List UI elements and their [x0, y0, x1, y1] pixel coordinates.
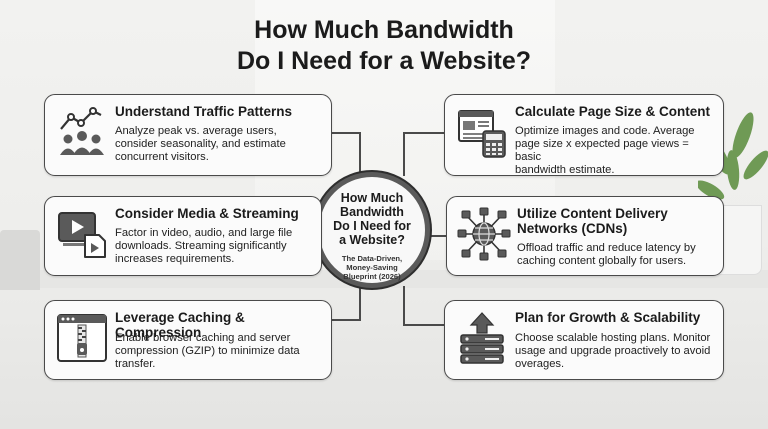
card-caching: Leverage Caching & Compression Enable br…	[44, 300, 332, 380]
card-cdn-text: Offload traffic and reduce latency by ca…	[517, 242, 717, 268]
card-media-line-2: downloads. Streaming significantly	[115, 240, 287, 252]
server-upload-icon	[460, 312, 504, 364]
hub-title-line-3: Do I Need for	[333, 219, 411, 233]
card-traffic-title: Understand Traffic Patterns	[115, 104, 293, 119]
card-cdn-title: Utilize Content Delivery Networks (CDNs)	[517, 206, 717, 236]
background-pencil-cup	[0, 230, 40, 290]
hub-title-line-4: a Website?	[339, 233, 405, 247]
browser-zip-icon	[57, 314, 107, 362]
card-page-size-text: Optimize images and code. Average page s…	[515, 125, 717, 177]
card-traffic-line-3: concurrent visitors.	[115, 151, 209, 163]
connector-page-size	[403, 132, 444, 176]
card-page-size-line-3: bandwidth estimate.	[515, 164, 615, 176]
page-title: How Much Bandwidth Do I Need for a Websi…	[0, 15, 768, 77]
card-cdn-line-1: Offload traffic and reduce latency by	[517, 242, 696, 254]
video-play-file-icon	[58, 212, 106, 258]
connector-growth	[403, 286, 444, 326]
card-traffic-line-1: Analyze peak vs. average users,	[115, 125, 277, 137]
hub-circle: How Much Bandwidth Do I Need for a Websi…	[319, 177, 425, 283]
connector-traffic	[332, 132, 361, 178]
card-caching-line-3: transfer.	[115, 358, 156, 370]
card-media-line-1: Factor in video, audio, and large file	[115, 227, 293, 239]
card-cdn-line-2: caching content globally for users.	[517, 255, 687, 267]
card-growth-line-1: Choose scalable hosting plans. Monitor	[515, 332, 711, 344]
card-cdn-title-line-2: Networks (CDNs)	[517, 221, 628, 236]
hub-title-line-2: Bandwidth	[340, 205, 404, 219]
hub-subtitle-line-2: Money-Saving	[346, 263, 398, 272]
card-growth: Plan for Growth & Scalability Choose sca…	[444, 300, 724, 380]
card-caching-line-1: Enable browser caching and server	[115, 332, 291, 344]
card-media-streaming: Consider Media & Streaming Factor in vid…	[44, 196, 322, 276]
card-traffic-text: Analyze peak vs. average users, consider…	[115, 125, 325, 164]
title-line-2: Do I Need for a Website?	[236, 47, 532, 75]
hub-subtitle-line-1: The Data-Driven,	[341, 254, 403, 263]
card-media-line-3: increases requirements.	[115, 253, 235, 265]
card-caching-line-2: compression (GZIP) to minimize data	[115, 345, 300, 357]
card-caching-title: Leverage Caching & Compression	[115, 310, 245, 340]
card-growth-text: Choose scalable hosting plans. Monitor u…	[515, 332, 717, 371]
card-media-title: Consider Media & Streaming	[115, 206, 299, 221]
card-page-size: Calculate Page Size & Content Optimize i…	[444, 94, 724, 176]
card-growth-line-2: usage and upgrade proactively to avoid	[515, 345, 711, 357]
card-page-size-title: Calculate Page Size & Content	[515, 104, 711, 119]
connector-caching	[332, 286, 361, 321]
hub-title-line-1: How Much	[340, 191, 404, 205]
card-media-text: Factor in video, audio, and large file d…	[115, 227, 315, 266]
webpage-calculator-icon	[458, 110, 506, 158]
hub-subtitle: The Data-Driven, Money-Saving Blueprint …	[319, 254, 425, 281]
card-page-size-line-2: page size x expected page views = basic	[515, 138, 689, 163]
card-page-size-line-1: Optimize images and code. Average	[515, 125, 695, 137]
card-growth-title: Plan for Growth & Scalability	[515, 310, 701, 325]
card-cdn: Utilize Content Delivery Networks (CDNs)…	[446, 196, 724, 276]
globe-network-icon	[457, 207, 511, 261]
hub-title: How Much Bandwidth Do I Need for a Websi…	[319, 191, 425, 247]
traffic-chart-users-icon	[60, 107, 104, 155]
card-traffic-line-2: consider seasonality, and estimate	[115, 138, 286, 150]
card-caching-text: Enable browser caching and server compre…	[115, 332, 325, 371]
hub-subtitle-line-3: Blueprint (2026)	[343, 272, 401, 281]
title-line-1: How Much Bandwidth	[254, 16, 514, 44]
card-growth-line-3: overages.	[515, 358, 565, 370]
card-traffic-patterns: Understand Traffic Patterns Analyze peak…	[44, 94, 332, 176]
card-cdn-title-line-1: Utilize Content Delivery	[517, 206, 668, 221]
